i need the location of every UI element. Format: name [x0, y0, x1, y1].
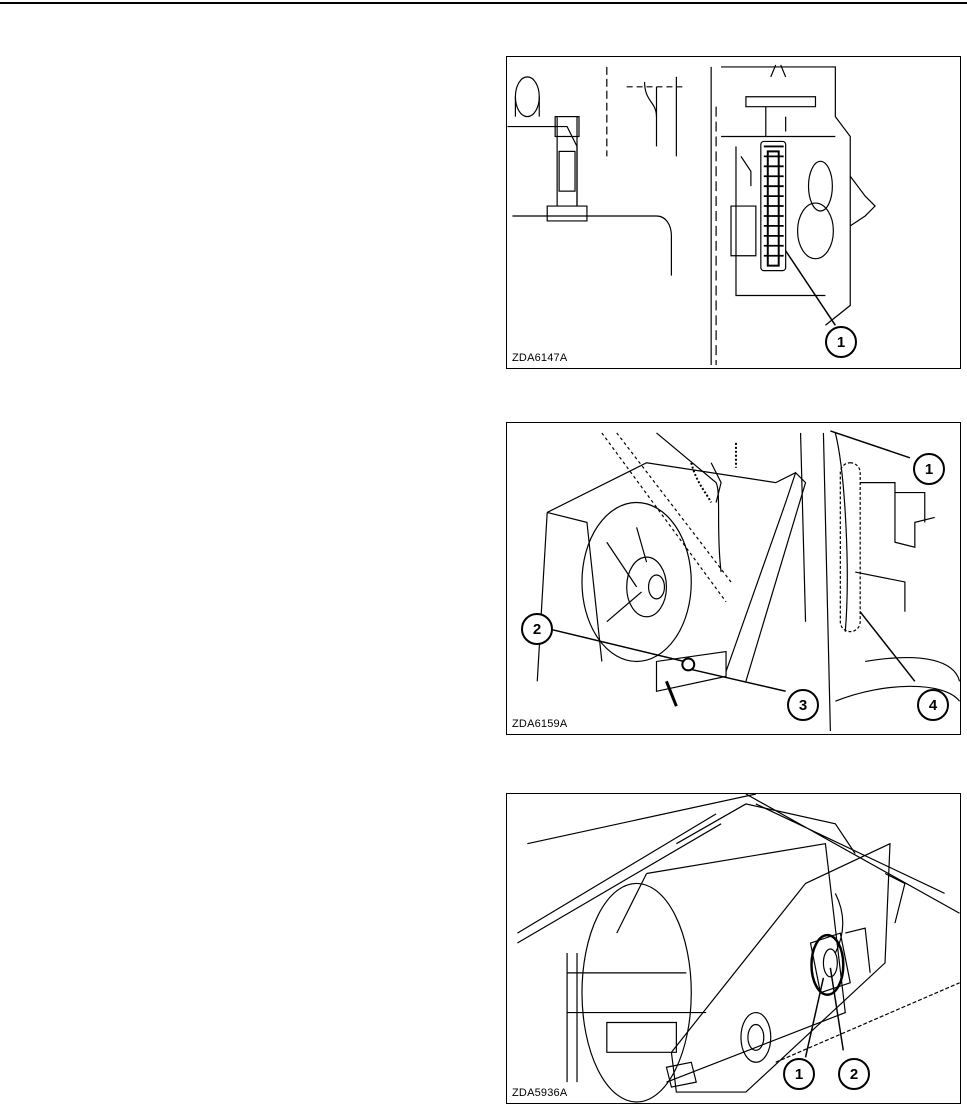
callout-2: 2: [838, 1058, 870, 1090]
figure-drum-shield: ZDA5936A 1 2: [506, 793, 961, 1104]
callout-4: 4: [917, 689, 949, 721]
callout-2: 2: [521, 613, 553, 645]
callout-1: 1: [825, 326, 857, 358]
illustration-belt-tension: [507, 423, 960, 734]
illustration-drum-shield: [507, 794, 960, 1103]
callout-1: 1: [913, 453, 945, 485]
figure-chain-drive: ZDA6147A 1: [506, 56, 961, 369]
illustration-chain-drive: [507, 57, 960, 368]
callout-3: 3: [787, 689, 819, 721]
figure-id: ZDA5936A: [512, 1087, 567, 1099]
figure-id: ZDA6159A: [512, 718, 567, 730]
callout-1: 1: [783, 1058, 815, 1090]
figure-id: ZDA6147A: [512, 352, 567, 364]
header-rule: [0, 2, 967, 4]
figure-belt-tension: ZDA6159A 1 2 3 4: [506, 422, 961, 735]
